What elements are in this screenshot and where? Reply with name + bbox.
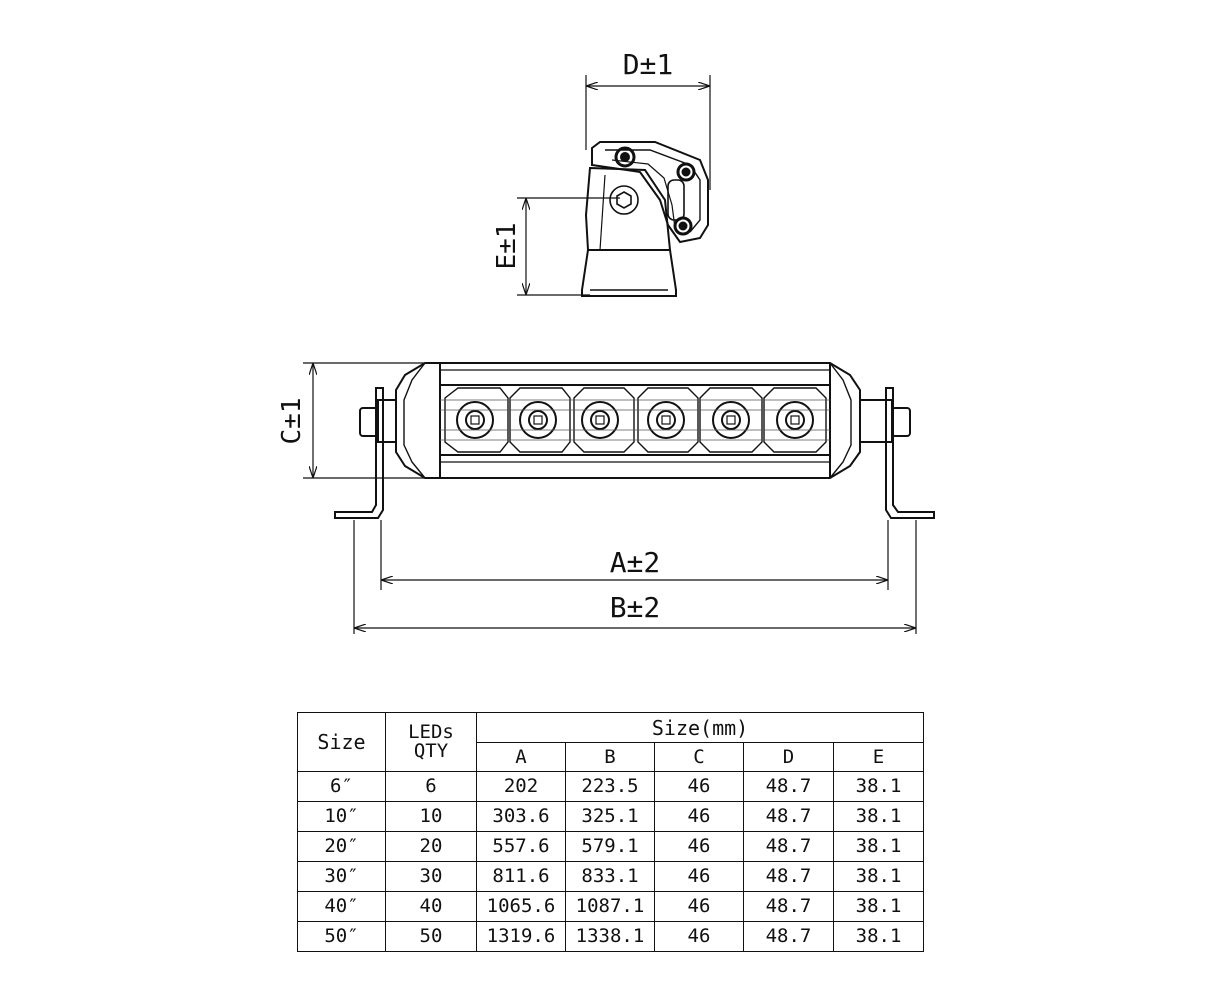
technical-drawing: D±1 E±1 <box>277 48 935 634</box>
dim-c-label: C±1 <box>277 398 307 445</box>
cell-a: 303.6 <box>476 801 566 832</box>
bolt-right-upper <box>676 162 696 182</box>
table-row: 10″ 10 303.6 325.1 46 48.7 38.1 <box>297 801 925 832</box>
dim-e-label: E±1 <box>492 223 522 270</box>
spec-table: Size LEDs QTY Size(mm) A B C D E 6″ 6 20… <box>297 712 925 952</box>
cell-d: 48.7 <box>743 921 834 952</box>
cell-b: 325.1 <box>565 801 655 832</box>
cell-size: 6″ <box>297 771 386 802</box>
bolt-right-lower <box>673 216 693 236</box>
side-view <box>517 75 711 297</box>
bracket-arm <box>584 166 672 251</box>
table-row: 50″ 50 1319.6 1338.1 46 48.7 38.1 <box>297 921 925 952</box>
dim-d-label: D±1 <box>623 48 674 81</box>
cell-c: 46 <box>654 861 744 892</box>
led-module-5 <box>699 387 763 453</box>
cell-b: 1087.1 <box>565 891 655 922</box>
table-row: 40″ 40 1065.6 1087.1 46 48.7 38.1 <box>297 891 925 922</box>
cell-leds: 10 <box>385 801 477 832</box>
cell-e: 38.1 <box>832 861 925 892</box>
table-row: 6″ 6 202 223.5 46 48.7 38.1 <box>297 771 925 802</box>
subheader-a: A <box>476 742 566 772</box>
table-row: 20″ 20 557.6 579.1 46 48.7 38.1 <box>297 831 925 862</box>
cell-size: 50″ <box>297 921 386 952</box>
bracket-base <box>581 249 677 297</box>
light-housing <box>591 141 709 244</box>
cell-c: 46 <box>654 891 744 922</box>
cell-leds: 6 <box>385 771 477 802</box>
cell-leds: 50 <box>385 921 477 952</box>
led-module-6 <box>763 387 827 453</box>
header-size: Size <box>297 712 386 772</box>
header-leds-qty: LEDs QTY <box>385 712 477 772</box>
cell-d: 48.7 <box>743 891 834 922</box>
cell-b: 579.1 <box>565 831 655 862</box>
cell-a: 811.6 <box>476 861 566 892</box>
cell-d: 48.7 <box>743 771 834 802</box>
subheader-d: D <box>743 742 834 772</box>
cell-size: 30″ <box>297 861 386 892</box>
mounting-foot-right <box>885 387 935 519</box>
cell-e: 38.1 <box>832 921 925 952</box>
cell-c: 46 <box>654 831 744 862</box>
cell-c: 46 <box>654 921 744 952</box>
subheader-e: E <box>832 742 925 772</box>
dim-b-label: B±2 <box>610 591 661 624</box>
cell-b: 1338.1 <box>565 921 655 952</box>
cell-c: 46 <box>654 771 744 802</box>
table-row: 30″ 30 811.6 833.1 46 48.7 38.1 <box>297 861 925 892</box>
subheader-c: C <box>654 742 744 772</box>
cell-d: 48.7 <box>743 861 834 892</box>
cell-size: 10″ <box>297 801 386 832</box>
cell-a: 1065.6 <box>476 891 566 922</box>
cell-d: 48.7 <box>743 801 834 832</box>
cell-leds: 20 <box>385 831 477 862</box>
subheader-b: B <box>565 742 655 772</box>
front-view <box>303 362 935 634</box>
dim-a-label: A±2 <box>610 546 661 579</box>
led-module-1 <box>444 387 509 453</box>
cell-c: 46 <box>654 801 744 832</box>
cell-leds: 30 <box>385 861 477 892</box>
cell-size: 20″ <box>297 831 386 862</box>
cell-e: 38.1 <box>832 801 925 832</box>
cell-e: 38.1 <box>832 891 925 922</box>
pivot-bolt <box>609 185 639 215</box>
header-size-mm: Size(mm) <box>475 712 925 743</box>
cell-a: 202 <box>476 771 566 802</box>
mounting-foot-left <box>334 387 384 519</box>
cell-leds: 40 <box>385 891 477 922</box>
led-module-2 <box>509 387 571 453</box>
bolt-top <box>614 146 636 168</box>
cell-a: 557.6 <box>476 831 566 862</box>
cell-d: 48.7 <box>743 831 834 862</box>
end-knob-right <box>891 407 911 437</box>
led-module-3 <box>573 387 635 453</box>
led-module-4 <box>637 387 699 453</box>
cell-size: 40″ <box>297 891 386 922</box>
cell-b: 223.5 <box>565 771 655 802</box>
cell-e: 38.1 <box>832 831 925 862</box>
cell-e: 38.1 <box>832 771 925 802</box>
cell-b: 833.1 <box>565 861 655 892</box>
cell-a: 1319.6 <box>476 921 566 952</box>
